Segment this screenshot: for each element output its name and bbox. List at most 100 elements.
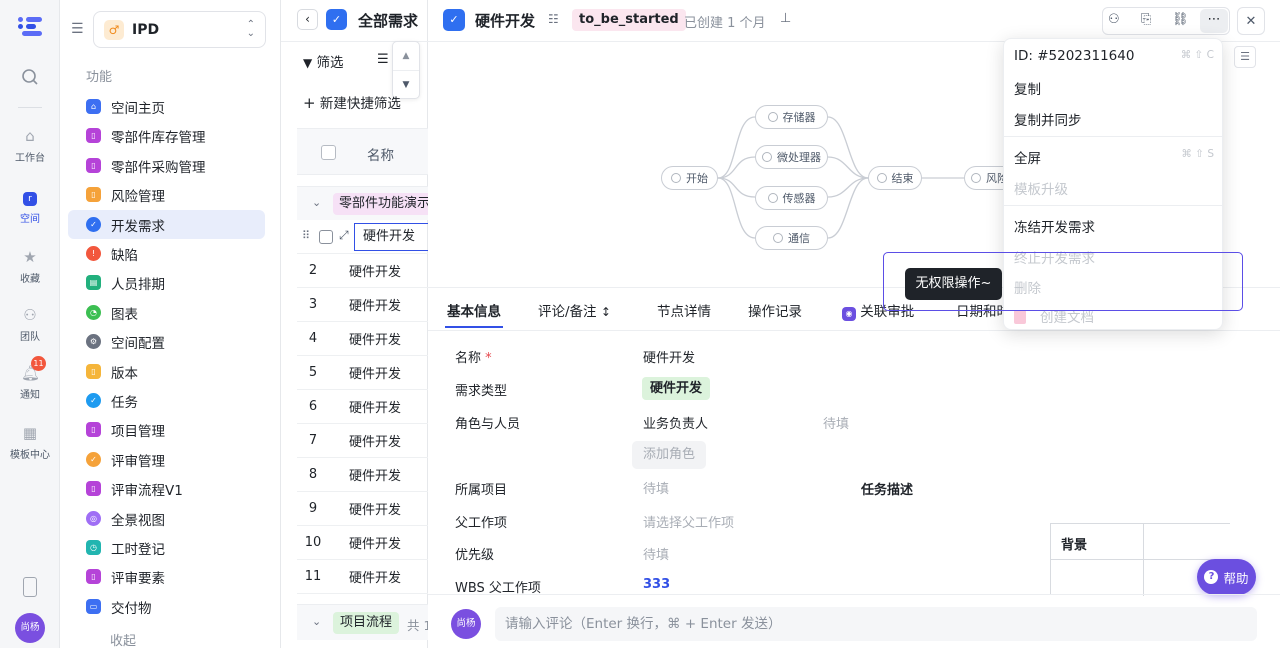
sort-icon[interactable]: ☰ [377,52,389,67]
sidebar-item-review-management[interactable]: ✓评审管理 [68,445,265,474]
table-cell[interactable] [1144,524,1231,560]
rail-item-workbench[interactable]: ⌂ 工作台 [0,127,60,164]
pin-icon[interactable]: ⊥ [780,11,792,26]
app-logo-icon[interactable] [18,16,42,36]
new-quick-filter-button[interactable]: + 新建快捷筛选 [303,92,401,112]
sidebar-item-deliverables[interactable]: ▭交付物 [68,592,265,621]
menu-item-freeze[interactable]: 冻结开发需求 [1014,220,1095,236]
tab-node-details[interactable]: 节点详情 [657,304,711,320]
back-button[interactable]: ‹ [297,9,318,30]
close-icon[interactable]: ✕ [1237,7,1265,35]
sidebar-item-timesheet[interactable]: ◷工时登记 [68,533,265,562]
detail-title[interactable]: 硬件开发 [475,12,536,30]
collapse-link[interactable]: 收起 [110,634,137,648]
field-value-project[interactable]: 待填 [643,482,670,497]
mobile-icon[interactable] [23,577,37,597]
mindmap-node[interactable]: 传感器 [755,186,828,210]
select-all-checkbox[interactable] [321,145,336,160]
sidebar-item-panorama[interactable]: ◎全景视图 [68,504,265,533]
sidebar-item-project-management[interactable]: ▯项目管理 [68,415,265,444]
sidebar-item-charts[interactable]: ◔图表 [68,298,265,327]
field-value-priority[interactable]: 待填 [643,548,670,563]
menu-item-fullscreen[interactable]: 全屏⌘ ⇧ S [1014,147,1214,167]
sidebar-item-label: 版本 [111,365,138,382]
field-value-wbs[interactable]: 333 [643,577,671,592]
expand-icon[interactable]: ⤢ [339,228,349,242]
sidebar-toggle-icon[interactable]: ☰ [71,21,84,37]
comment-input[interactable]: 请输入评论（Enter 换行，⌘ + Enter 发送） [495,607,1257,641]
column-header-name[interactable]: 名称 [367,148,394,164]
rail-item-favorites[interactable]: ★ 收藏 [0,248,60,285]
more-icon[interactable]: ⋯ [1200,9,1228,33]
tab-comments[interactable]: 评论/备注 ↕ [538,300,611,320]
table-cell[interactable]: 背景 [1051,524,1144,560]
tab-operation-log[interactable]: 操作记录 [748,304,802,320]
field-value-type[interactable]: 硬件开发 [642,377,711,400]
sidebar-item-version[interactable]: ▯版本 [68,357,265,386]
mindmap-node[interactable]: 存储器 [755,105,828,129]
mindmap-settings-icon[interactable]: ☰ [1234,46,1256,68]
tab-basic-info[interactable]: 基本信息 [447,304,501,320]
sidebar-item-dev-requirements[interactable]: ✓开发需求 [68,210,265,239]
members-icon[interactable]: ⚇ [1108,12,1120,27]
rail-item-notifications[interactable]: 🔔︎ 通知 11 [0,356,60,401]
role-value-placeholder[interactable]: 待填 [823,417,850,432]
mindmap-node-start[interactable]: 开始 [661,166,718,190]
mindmap-node-end[interactable]: 结束 [868,166,922,190]
sidebar-item-scheduling[interactable]: ▤人员排期 [68,268,265,297]
drag-handle-icon[interactable]: ⠿ [302,229,310,242]
sidebar-item-tasks[interactable]: ✓任务 [68,386,265,415]
table-cell[interactable] [1051,560,1144,596]
link-icon[interactable]: ⛓ [1172,12,1189,27]
field-value-name[interactable]: 硬件开发 [643,351,696,366]
sidebar-item-space-home[interactable]: ⌂空间主页 [68,92,265,121]
filter-button[interactable]: ▼ 筛选 [303,51,344,71]
sidebar-item-review-flow[interactable]: ▯评审流程V1 [68,474,265,503]
menu-item-copy-id[interactable]: ID: #5202311640⌘ ⇧ C [1014,48,1214,64]
add-role-button[interactable]: 添加角色 [632,441,707,469]
sidebar-item-space-config[interactable]: ⚙空间配置 [68,327,265,356]
row-name-editor[interactable]: 硬件开发 [354,223,434,251]
rail-item-template-center[interactable]: ▦ 模板中心 [0,424,60,461]
table-row-selected[interactable]: ⠿ ⤢ 硬件开发 [297,220,434,254]
bookmark-icon[interactable]: ⎘ [1141,12,1152,27]
divider [428,41,1280,42]
user-avatar[interactable]: 尚杨 [15,613,45,643]
mindmap-node[interactable]: 微处理器 [755,145,828,169]
rail-item-space[interactable]: r 空间 [0,192,60,225]
scroll-up-icon[interactable]: ▲ [402,51,410,61]
tab-related-approval[interactable]: ◉ 关联审批 [842,300,914,321]
space-switcher[interactable]: ♂ IPD ⌃⌄ [93,11,266,48]
help-button[interactable]: ?帮助 [1197,559,1256,595]
row-checkbox[interactable] [319,230,333,244]
menu-item-copy[interactable]: 复制 [1014,82,1041,98]
rail-item-team[interactable]: ⚇ 团队 [0,306,60,343]
scroll-down-icon[interactable]: ▼ [393,70,419,98]
sidebar-item-risk[interactable]: ▯风险管理 [68,180,265,209]
menu-item-copy-sync[interactable]: 复制并同步 [1014,113,1082,129]
tab-date-time[interactable]: 日期和时 [956,304,1010,320]
sidebar-item-review-elements[interactable]: ▯评审要素 [68,562,265,591]
chevron-down-icon: ⌄ [312,196,322,209]
field-value-parent[interactable]: 请选择父工作项 [643,516,735,531]
sidebar-item-inventory[interactable]: ▯零部件库存管理 [68,121,265,150]
sidebar-item-defects[interactable]: !缺陷 [68,239,265,268]
sidebar-item-procurement[interactable]: ▯零部件采购管理 [68,151,265,180]
outline-icon[interactable]: ☷ [548,12,559,26]
group-header[interactable]: ⌄ 零部件功能演示 [297,186,437,220]
group-header[interactable]: ⌄ 项目流程 共 1 [297,604,431,640]
mindmap-node[interactable]: 通信 [755,226,828,250]
rail-search[interactable] [0,68,60,90]
status-badge[interactable]: to_be_started [572,9,686,31]
scroll-stepper[interactable]: ▲ ▼ [392,41,420,99]
